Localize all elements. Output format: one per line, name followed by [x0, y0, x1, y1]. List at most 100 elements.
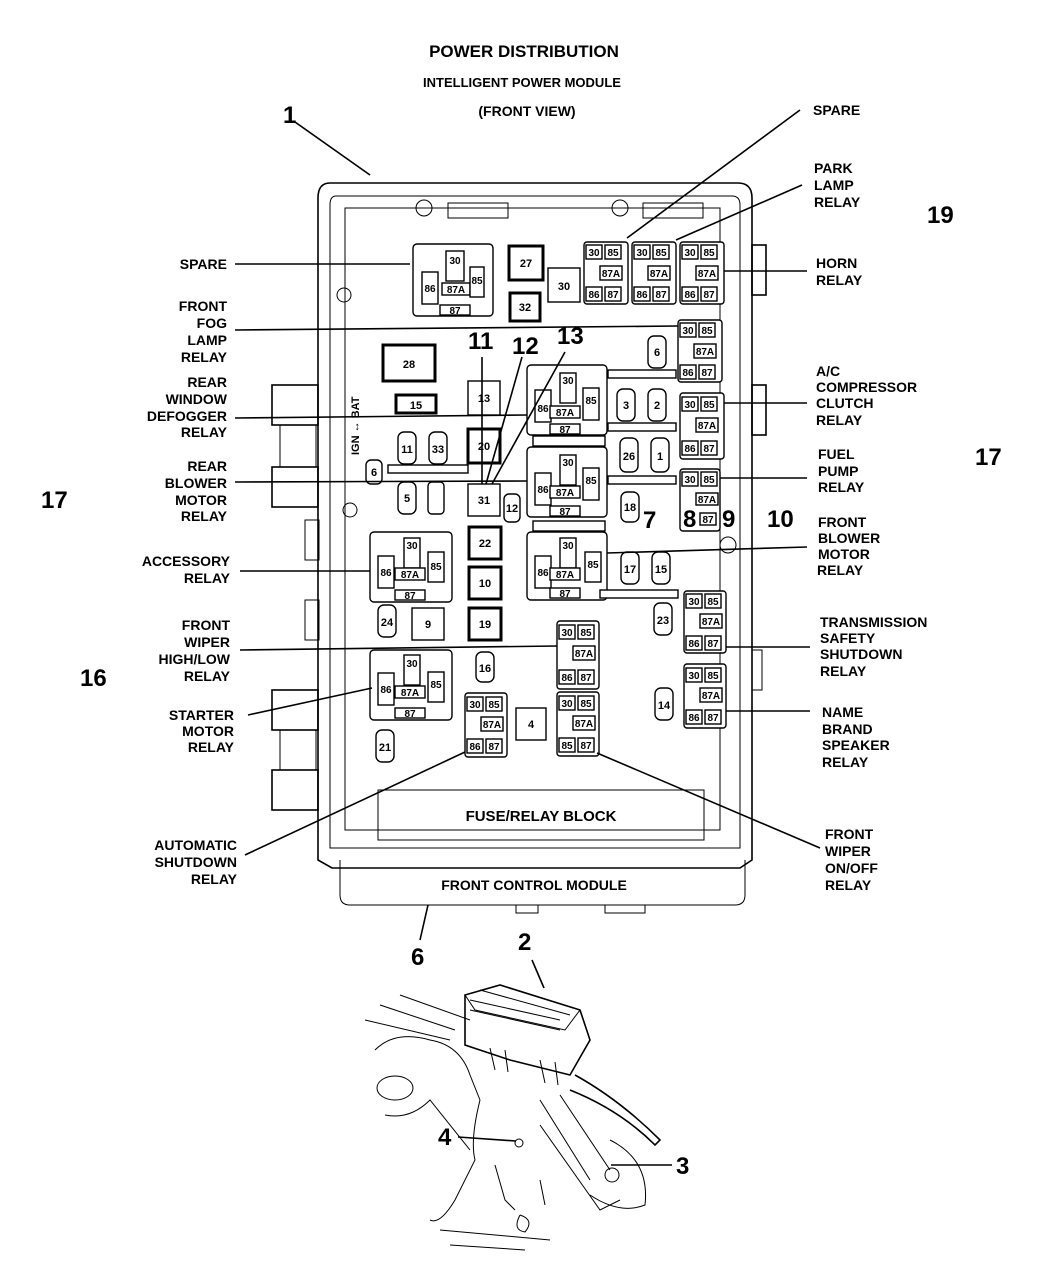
svg-text:HIGH/LOW: HIGH/LOW — [158, 651, 230, 667]
svg-text:86: 86 — [684, 290, 696, 301]
svg-text:85: 85 — [703, 475, 715, 486]
svg-text:WIPER: WIPER — [825, 843, 871, 859]
svg-text:86: 86 — [537, 568, 549, 579]
label-spare-left: SPARE — [180, 256, 227, 272]
svg-text:86: 86 — [684, 444, 696, 455]
svg-text:30: 30 — [406, 659, 418, 670]
title-line-2: INTELLIGENT POWER MODULE — [423, 75, 621, 90]
svg-text:85: 85 — [607, 248, 619, 259]
svg-text:30: 30 — [558, 281, 570, 293]
svg-text:87A: 87A — [556, 570, 574, 581]
callout-9: 9 — [722, 506, 735, 533]
svg-text:87: 87 — [655, 290, 667, 301]
callout-1: 1 — [283, 102, 296, 129]
svg-text:SAFETY: SAFETY — [820, 630, 876, 646]
svg-text:RELAY: RELAY — [184, 570, 231, 586]
label-front-fog-1: FRONT — [179, 298, 228, 314]
label-accessory: ACCESSORY — [142, 553, 231, 569]
label-front-wiper-on-off: FRONT — [825, 826, 874, 842]
svg-text:30: 30 — [562, 458, 574, 469]
svg-text:86: 86 — [636, 290, 648, 301]
callout-10: 10 — [767, 506, 794, 533]
relay-spare-right: 30 85 87A 86 87 — [583, 241, 629, 305]
fuse-relay-block-label: FUSE/RELAY BLOCK — [466, 808, 617, 825]
label-name-brand-speaker: NAME — [822, 704, 863, 720]
svg-text:87A: 87A — [702, 617, 720, 628]
svg-text:85: 85 — [430, 680, 442, 691]
svg-text:SHUTDOWN: SHUTDOWN — [155, 854, 237, 870]
svg-text:COMPRESSOR: COMPRESSOR — [816, 379, 917, 395]
callout-13: 13 — [557, 323, 584, 350]
svg-text:85: 85 — [703, 248, 715, 259]
callout-11: 11 — [468, 328, 493, 355]
svg-text:RELAY: RELAY — [822, 754, 869, 770]
relay-name-brand-speaker: 30 85 87A 86 87 — [683, 663, 727, 729]
label-rear-blower-motor: REAR — [187, 458, 227, 474]
svg-text:13: 13 — [478, 393, 490, 405]
svg-text:4: 4 — [528, 719, 535, 731]
callout-8: 8 — [683, 506, 696, 533]
svg-text:87: 87 — [707, 713, 719, 724]
callout-19: 19 — [927, 202, 954, 229]
callout-3: 3 — [676, 1153, 689, 1180]
svg-text:19: 19 — [479, 619, 491, 631]
callout-numbers: 1 19 17 17 16 11 12 13 7 8 9 10 6 2 4 3 — [41, 102, 1002, 1180]
svg-text:30: 30 — [562, 541, 574, 552]
svg-text:87A: 87A — [575, 649, 593, 660]
svg-text:87: 87 — [703, 290, 715, 301]
svg-text:86: 86 — [424, 284, 436, 295]
svg-text:30: 30 — [684, 248, 696, 259]
callout-7: 7 — [643, 507, 656, 534]
label-transmission-safety-shutdown: TRANSMISSION — [820, 614, 927, 630]
svg-text:85: 85 — [707, 671, 719, 682]
svg-text:CLUTCH: CLUTCH — [816, 395, 874, 411]
svg-text:12: 12 — [506, 503, 518, 515]
svg-text:87: 87 — [559, 425, 571, 436]
callout-12: 12 — [512, 333, 539, 360]
relay-ac-compressor-clutch: 30 85 87A 86 87 — [679, 392, 725, 460]
svg-text:BRAND: BRAND — [822, 721, 873, 737]
svg-text:6: 6 — [654, 347, 660, 359]
vehicle-installation-sketch — [364, 984, 672, 1251]
label-spare-right: SPARE — [813, 102, 860, 118]
svg-text:ON/OFF: ON/OFF — [825, 860, 878, 876]
svg-text:LAMP: LAMP — [187, 332, 227, 348]
svg-text:16: 16 — [479, 663, 491, 675]
svg-text:87: 87 — [707, 639, 719, 650]
svg-text:85: 85 — [580, 699, 592, 710]
leader-lines — [234, 109, 821, 989]
svg-text:87A: 87A — [401, 688, 419, 699]
svg-text:30: 30 — [684, 400, 696, 411]
svg-text:87A: 87A — [401, 570, 419, 581]
svg-text:DEFOGGER: DEFOGGER — [147, 408, 227, 424]
svg-text:87: 87 — [488, 742, 500, 753]
svg-text:SPEAKER: SPEAKER — [822, 737, 890, 753]
relay-rear-blower-motor: 30 86 87A 85 87 — [526, 446, 608, 518]
svg-text:31: 31 — [478, 495, 490, 507]
svg-text:85: 85 — [561, 741, 573, 752]
callout-6: 6 — [411, 944, 424, 971]
svg-text:85: 85 — [587, 560, 599, 571]
svg-text:30: 30 — [469, 700, 481, 711]
svg-text:87A: 87A — [483, 720, 501, 731]
svg-text:22: 22 — [479, 538, 491, 550]
ign-bat-label: IGN ↔ BAT — [350, 396, 362, 455]
relay-rear-window-defogger: 30 86 87A 85 87 — [526, 364, 608, 436]
callout-17-right: 17 — [975, 444, 1002, 471]
title-line-1: POWER DISTRIBUTION — [429, 42, 619, 61]
svg-text:86: 86 — [588, 290, 600, 301]
svg-text:15: 15 — [655, 564, 667, 576]
label-park-lamp: PARK — [814, 160, 853, 176]
svg-text:WINDOW: WINDOW — [166, 391, 228, 407]
svg-text:10: 10 — [479, 578, 491, 590]
cartridge-fuses: 27 30 32 28 15 13 20 31 22 10 19 9 4 — [381, 244, 581, 741]
svg-text:PUMP: PUMP — [818, 463, 858, 479]
svg-text:RELAY: RELAY — [188, 739, 235, 755]
svg-text:30: 30 — [688, 597, 700, 608]
svg-text:11: 11 — [401, 444, 413, 456]
svg-text:30: 30 — [561, 628, 573, 639]
svg-text:87A: 87A — [556, 408, 574, 419]
svg-text:85: 85 — [703, 400, 715, 411]
svg-text:RELAY: RELAY — [814, 194, 861, 210]
